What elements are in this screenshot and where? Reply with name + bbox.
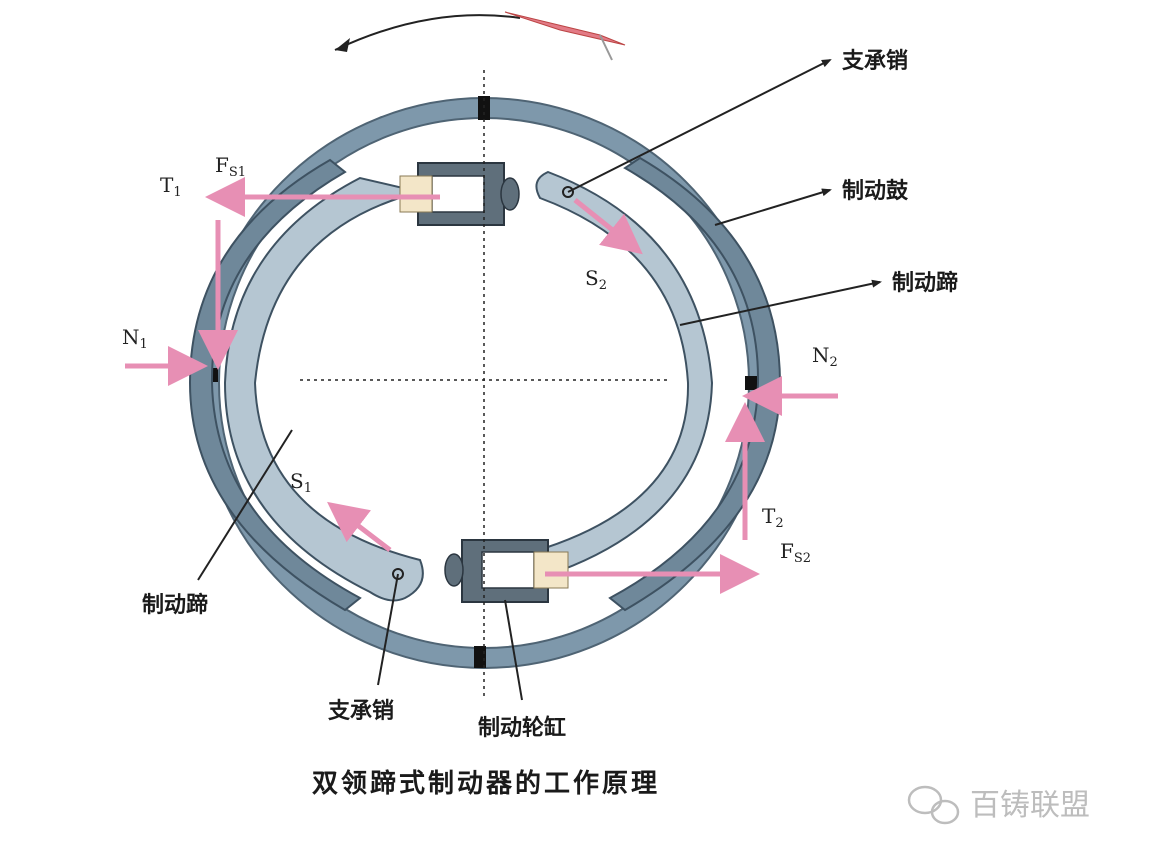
force-label-t1: T1 (160, 173, 182, 200)
label-brake-drum: 制动鼓 (842, 179, 909, 204)
wheel-cylinder-top (399, 162, 520, 226)
center-axes (300, 70, 670, 700)
force-label-t2: T2 (762, 504, 784, 531)
label-pin-bottom: 支承销 (328, 699, 394, 724)
leader-lines (197, 59, 882, 701)
force-label-s2: S2 (585, 266, 607, 293)
label-pin-top: 支承销 (842, 49, 908, 74)
label-shoe-right: 制动蹄 (892, 270, 958, 296)
diagram-caption: 双领蹄式制动器的工作原理 (312, 768, 660, 799)
force-label-s1: S1 (290, 469, 312, 496)
force-label-fs2: FS2 (780, 539, 811, 566)
force-arrows (125, 177, 838, 594)
force-label-n1: N1 (122, 325, 148, 352)
rotation-arrow (334, 11, 626, 61)
label-wheel-cylinder: 制动轮缸 (478, 715, 566, 741)
label-shoe-left: 制动蹄 (142, 592, 208, 618)
wechat-icon (907, 785, 960, 825)
watermark-text: 百铸联盟 (970, 788, 1090, 823)
force-label-fs1: FS1 (215, 153, 246, 180)
force-label-n2: N2 (812, 343, 838, 370)
